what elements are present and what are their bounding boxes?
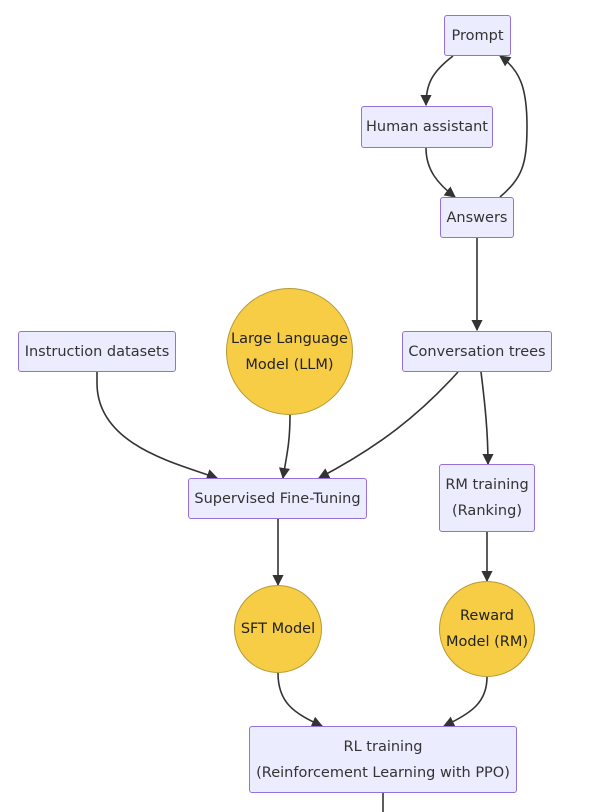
node-rl-training-label-line-1: RL training <box>343 738 423 755</box>
edge-prompt-to-human-assistant <box>420 55 454 107</box>
node-rl-training: RL training (Reinforcement Learning with… <box>249 726 517 793</box>
node-answers-label: Answers <box>446 209 508 226</box>
node-prompt: Prompt <box>444 15 511 56</box>
node-rl-training-label-line-2: (Reinforcement Learning with PPO) <box>256 764 510 781</box>
edge-human-assistant-to-answers <box>425 147 456 198</box>
node-llm-label-line-1: Large Language <box>231 330 348 347</box>
node-sft-model-label: SFT Model <box>240 621 316 637</box>
node-prompt-label: Prompt <box>451 27 504 44</box>
node-sft-model: SFT Model <box>234 585 322 673</box>
node-human-assistant-label: Human assistant <box>366 119 488 135</box>
node-llm: Large Language Model (LLM) <box>226 288 353 415</box>
node-instruction-datasets-label: Instruction datasets <box>24 343 170 360</box>
node-conversation-trees: Conversation trees <box>402 331 552 372</box>
node-reward-model: Reward Model (RM) <box>439 581 535 677</box>
edge-instruction-datasets-to-sft <box>96 372 219 480</box>
node-rm-training-label-line-2: (Ranking) <box>452 503 522 519</box>
node-conversation-trees-label: Conversation trees <box>408 343 546 360</box>
node-reward-model-label-line-1: Reward <box>460 608 514 624</box>
edge-answers-to-prompt <box>499 55 528 198</box>
edge-llm-to-sft <box>278 414 291 480</box>
edge-conversation-trees-to-rm-training <box>480 371 494 466</box>
edge-conversation-trees-to-sft <box>318 371 459 479</box>
node-supervised-fine-tuning-label: Supervised Fine-Tuning <box>194 490 361 507</box>
node-instruction-datasets: Instruction datasets <box>18 331 176 372</box>
node-supervised-fine-tuning: Supervised Fine-Tuning <box>188 478 367 519</box>
edge-reward-model-to-rl-training <box>442 676 488 727</box>
node-rm-training-label-line-1: RM training <box>445 477 529 493</box>
node-answers: Answers <box>440 197 514 238</box>
edge-sft-model-to-rl-training <box>277 672 324 727</box>
node-human-assistant: Human assistant <box>361 106 493 148</box>
node-rm-training: RM training (Ranking) <box>439 464 535 532</box>
node-reward-model-label-line-2: Model (RM) <box>445 634 529 650</box>
node-llm-label-line-2: Model (LLM) <box>245 356 334 373</box>
